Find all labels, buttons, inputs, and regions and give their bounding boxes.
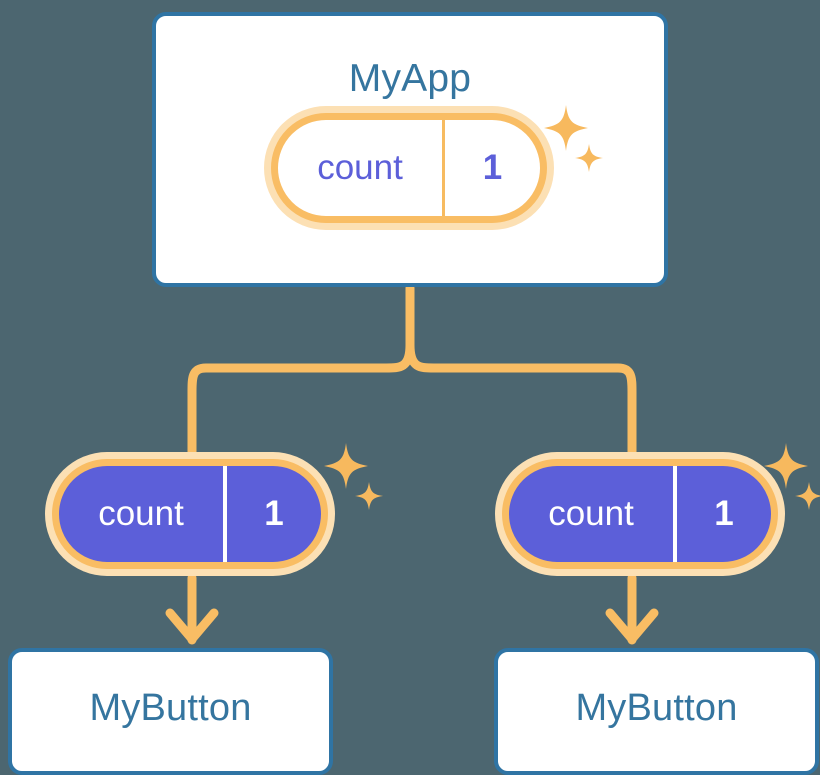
sparkle-small-icon	[355, 482, 383, 510]
state-pill-child-left[interactable]: count 1	[45, 452, 335, 576]
state-pill-body: count 1	[502, 459, 778, 569]
state-pill-body: count 1	[271, 113, 547, 223]
state-pill-myapp[interactable]: count 1	[264, 106, 554, 230]
arrow-head-left	[165, 608, 219, 644]
card-title-mybutton-right: MyButton	[575, 687, 738, 729]
state-pill-body: count 1	[52, 459, 328, 569]
connector-branch-right	[405, 340, 637, 457]
state-value-label: 1	[223, 466, 321, 562]
arrow-head-right	[605, 608, 659, 644]
component-card-mybutton-left[interactable]: MyButton	[8, 648, 333, 775]
state-pill-ring: count 1	[264, 106, 554, 230]
state-pill-child-right[interactable]: count 1	[495, 452, 785, 576]
state-pill-ring: count 1	[45, 452, 335, 576]
state-key-label: count	[317, 148, 403, 187]
card-title-myapp: MyApp	[348, 57, 472, 100]
card-title-mybutton-left: MyButton	[89, 687, 252, 729]
state-value-label: 1	[673, 466, 771, 562]
state-pill-ring: count 1	[495, 452, 785, 576]
component-card-mybutton-right[interactable]: MyButton	[494, 648, 819, 775]
state-key-label: count	[548, 494, 634, 533]
state-key-label: count	[98, 494, 184, 533]
connector-branch-left	[187, 340, 415, 457]
state-value-label: 1	[442, 120, 540, 216]
sparkle-small-icon	[795, 482, 820, 510]
